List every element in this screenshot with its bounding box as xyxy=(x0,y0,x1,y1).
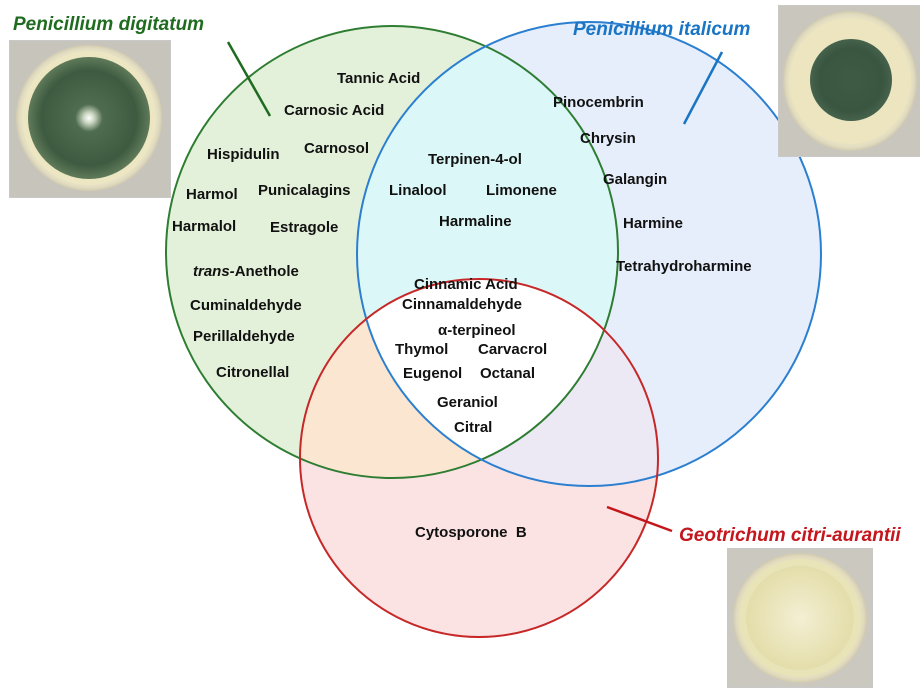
compound-label: Cinnamaldehyde xyxy=(402,296,522,313)
compound-label: Cytosporone B xyxy=(415,524,527,541)
compound-label: Harmol xyxy=(186,186,238,203)
compound-label: α-terpineol xyxy=(438,322,516,339)
compound-label: Octanal xyxy=(480,365,535,382)
compound-label: Eugenol xyxy=(403,365,462,382)
compound-label: Harmaline xyxy=(439,213,512,230)
compound-label: Cuminaldehyde xyxy=(190,297,302,314)
compound-label: Tannic Acid xyxy=(337,70,420,87)
compound-label: Hispidulin xyxy=(207,146,280,163)
compound-label: Tetrahydroharmine xyxy=(616,258,752,275)
compound-label: Linalool xyxy=(389,182,447,199)
label-digitatum: Penicillium digitatum xyxy=(13,14,204,35)
compound-label: Pinocembrin xyxy=(553,94,644,111)
compound-label: Citral xyxy=(454,419,492,436)
compound-label: Estragole xyxy=(270,219,338,236)
compound-label: Carnosol xyxy=(304,140,369,157)
compound-label: Chrysin xyxy=(580,130,636,147)
compound-label: Carvacrol xyxy=(478,341,547,358)
petri-dish-geotrichum-image xyxy=(727,548,873,688)
compound-label-trans-anethole: trans-Anethole xyxy=(193,263,299,280)
compound-label: Harmine xyxy=(623,215,683,232)
compound-label: Geraniol xyxy=(437,394,498,411)
label-italicum: Penicillium italicum xyxy=(573,19,750,40)
compound-label: Punicalagins xyxy=(258,182,351,199)
label-geotrichum: Geotrichum citri-aurantii xyxy=(679,525,901,546)
compound-label: Thymol xyxy=(395,341,448,358)
petri-dish-digitatum-image xyxy=(9,40,171,198)
compound-label: Limonene xyxy=(486,182,557,199)
compound-label: Terpinen-4-ol xyxy=(428,151,522,168)
compound-label: Carnosic Acid xyxy=(284,102,384,119)
compound-label: Citronellal xyxy=(216,364,289,381)
compound-label: Cinnamic Acid xyxy=(414,276,518,293)
compound-label: Galangin xyxy=(603,171,667,188)
compound-label: Perillaldehyde xyxy=(193,328,295,345)
petri-dish-italicum-image xyxy=(778,5,920,157)
compound-label: Harmalol xyxy=(172,218,236,235)
